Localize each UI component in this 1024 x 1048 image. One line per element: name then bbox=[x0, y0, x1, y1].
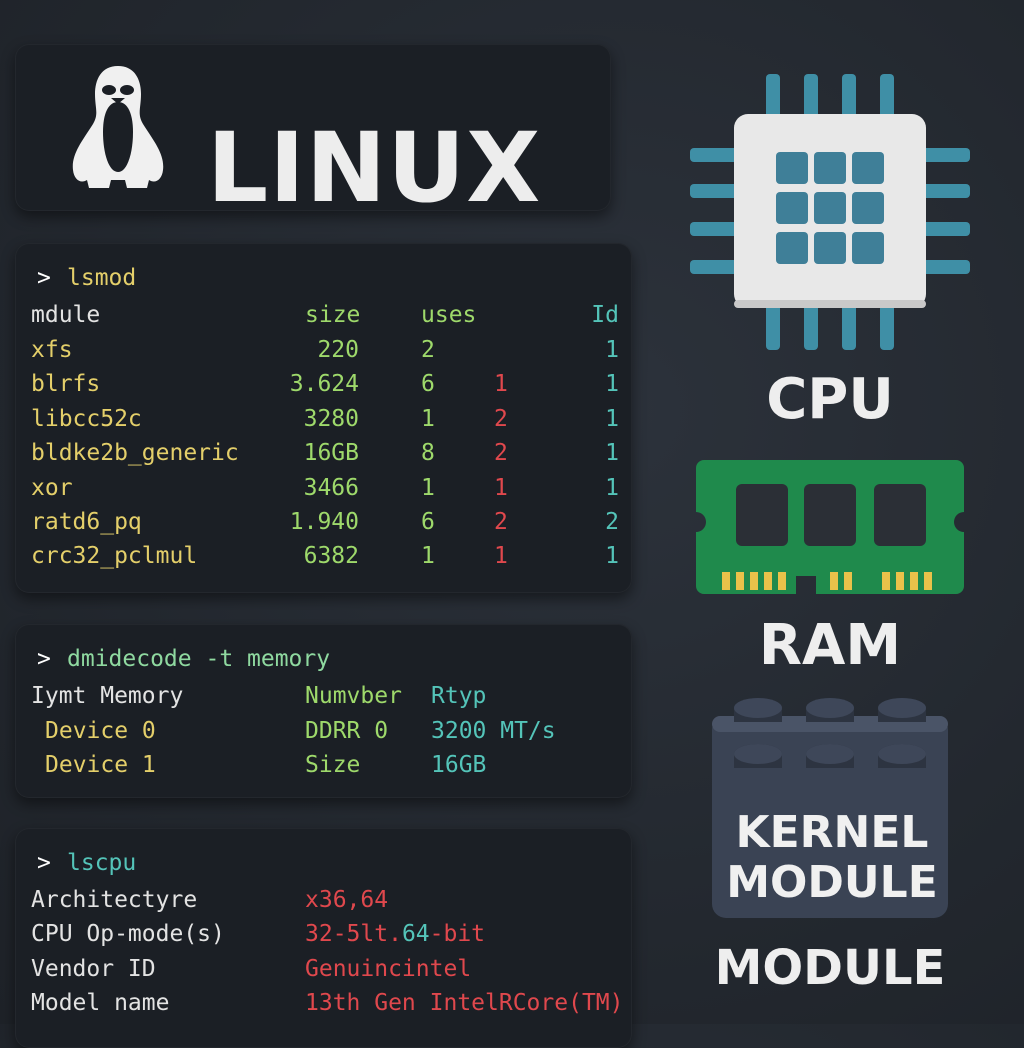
header-number: Numvber bbox=[305, 683, 402, 709]
prompt-glyph: > bbox=[37, 646, 51, 672]
list-item: Model name 13th Gen IntelRCore(TM) bbox=[15, 986, 632, 1020]
memory-value: 16GB bbox=[431, 752, 487, 779]
cpu-value-prefix: 32-5lt. bbox=[305, 921, 402, 948]
table-row: bldke2b_generic 16GB 8 2 1 bbox=[15, 436, 632, 470]
module-id: 1 bbox=[605, 337, 619, 363]
lscpu-command: lscpu bbox=[67, 850, 137, 876]
module-size: 220 bbox=[317, 337, 359, 363]
module-name: xor bbox=[31, 474, 73, 501]
ram-label: RAM bbox=[758, 613, 902, 678]
memory-type: Size bbox=[305, 752, 361, 779]
prompt-glyph: > bbox=[37, 265, 51, 291]
header-memory: Iymt Memory bbox=[31, 683, 184, 709]
lscpu-command-line: > lscpu bbox=[15, 846, 632, 880]
module-name: crc32_pclmul bbox=[31, 543, 198, 570]
cpu-key: Model name bbox=[31, 990, 170, 1017]
module-id: 1 bbox=[605, 405, 619, 432]
cpu-value-suffix: -bit bbox=[429, 921, 486, 948]
table-row: ratd6_pq 1.940 6 2 2 bbox=[15, 505, 632, 539]
module-refcount: 2 bbox=[494, 405, 508, 432]
module-name: ratd6_pq bbox=[31, 509, 142, 535]
module-refcount: 1 bbox=[494, 371, 508, 398]
module-name: libcc52c bbox=[31, 405, 142, 432]
module-label: MODULE bbox=[714, 940, 946, 996]
module-name: blrfs bbox=[31, 371, 101, 398]
header-module: mdule bbox=[31, 302, 101, 328]
module-refcount: 2 bbox=[494, 509, 508, 535]
module-size: 3466 bbox=[303, 474, 359, 501]
prompt-glyph: > bbox=[37, 850, 51, 876]
module-size: 3.624 bbox=[289, 371, 359, 398]
module-refcount: 1 bbox=[494, 474, 508, 501]
module-size: 1.940 bbox=[289, 509, 359, 535]
module-name: bldke2b_generic bbox=[31, 440, 239, 467]
list-item: Architectyre x36,64 bbox=[15, 883, 632, 917]
cpu-value: 32-5lt.64-bit bbox=[305, 917, 485, 952]
table-row: libcc52c 3280 1 2 1 bbox=[15, 402, 632, 436]
kernel-module-line1: KERNEL bbox=[735, 807, 929, 858]
table-row: xfs 220 2 1 bbox=[15, 333, 632, 367]
memory-device: Device 1 bbox=[45, 752, 156, 779]
header-rtyp: Rtyp bbox=[431, 683, 487, 709]
module-size: 6382 bbox=[303, 543, 359, 570]
module-uses: 1 bbox=[421, 405, 435, 432]
cpu-label: CPU bbox=[766, 367, 894, 432]
cpu-value: 13th Gen IntelRCore(TM) bbox=[305, 990, 624, 1017]
lego-brick-icon bbox=[712, 698, 948, 918]
cpu-key: Architectyre bbox=[31, 887, 198, 913]
title-panel: LINUX bbox=[15, 44, 611, 216]
cpu-key: CPU Op-mode(s) bbox=[31, 921, 225, 948]
lsmod-command-line: > lsmod bbox=[15, 261, 632, 295]
module-refcount: 1 bbox=[494, 543, 508, 570]
table-row: blrfs 3.624 6 1 1 bbox=[15, 367, 632, 401]
module-uses: 1 bbox=[421, 474, 435, 501]
header-size: size bbox=[305, 302, 361, 328]
module-size: 3280 bbox=[303, 405, 359, 432]
module-size: 16GB bbox=[303, 440, 359, 467]
kernel-module-line2: MODULE bbox=[726, 857, 938, 908]
ram-stick-icon bbox=[696, 460, 964, 594]
table-row: crc32_pclmul 6382 1 1 1 bbox=[15, 539, 632, 573]
table-row: Device 0 DDRR 0 3200 MT/s bbox=[15, 714, 632, 748]
cpu-key: Vendor ID bbox=[31, 955, 156, 982]
dmidecode-terminal: > dmidecode -t memory Iymt Memory Numvbe… bbox=[15, 624, 632, 798]
cpu-value-accent: 64 bbox=[401, 921, 430, 948]
header-id: Id bbox=[591, 302, 619, 328]
list-item: CPU Op-mode(s) 32-5lt.64-bit bbox=[15, 917, 632, 951]
dmidecode-header-row: Iymt Memory Numvber Rtyp bbox=[15, 679, 632, 713]
kernel-module-label: KERNEL MODULE bbox=[720, 808, 944, 908]
dmidecode-command: dmidecode -t memory bbox=[67, 646, 331, 672]
cpu-value: x36,64 bbox=[305, 887, 389, 913]
table-row: xor 3466 1 1 1 bbox=[15, 471, 632, 505]
cpu-chip-icon bbox=[690, 74, 970, 350]
lsmod-command: lsmod bbox=[67, 265, 137, 291]
header-uses: uses bbox=[421, 302, 477, 328]
module-uses: 6 bbox=[421, 509, 435, 535]
memory-value: 3200 MT/s bbox=[431, 718, 556, 744]
cpu-value: Genuincintel bbox=[305, 955, 472, 982]
module-uses: 2 bbox=[421, 337, 435, 363]
dmidecode-command-line: > dmidecode -t memory bbox=[15, 642, 632, 676]
memory-device: Device 0 bbox=[45, 718, 156, 744]
page-title: LINUX bbox=[207, 112, 542, 224]
lsmod-header-row: mdule size uses Id bbox=[15, 298, 632, 332]
module-uses: 6 bbox=[421, 371, 435, 398]
list-item: Vendor ID Genuincintel bbox=[15, 952, 632, 986]
module-uses: 8 bbox=[421, 440, 435, 467]
module-refcount: 2 bbox=[494, 440, 508, 467]
tux-penguin-icon bbox=[72, 66, 164, 188]
table-row: Device 1 Size 16GB bbox=[15, 748, 632, 782]
module-id: 1 bbox=[605, 440, 619, 467]
module-id: 1 bbox=[605, 543, 619, 570]
memory-type: DDRR 0 bbox=[305, 718, 389, 744]
module-id: 1 bbox=[605, 474, 619, 501]
module-uses: 1 bbox=[421, 543, 435, 570]
module-id: 2 bbox=[605, 509, 619, 535]
module-id: 1 bbox=[605, 371, 619, 398]
module-name: xfs bbox=[31, 337, 73, 363]
